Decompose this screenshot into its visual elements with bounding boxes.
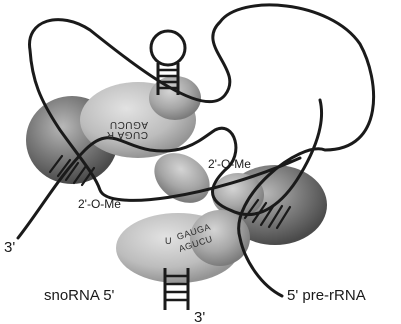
top-loop <box>151 31 185 65</box>
upper-box-marker: R <box>106 129 114 140</box>
three-prime-left-label: 3' <box>4 239 15 256</box>
two-o-me-left-label: 2'-O-Me <box>78 197 121 211</box>
two-o-me-right-label: 2'-O-Me <box>208 157 251 171</box>
upper-box-sequences: AGUCU CUGA R <box>106 119 148 140</box>
lower-box-marker: U <box>165 236 172 246</box>
pre-rrna-5prime-label: 5' pre-rRNA <box>287 287 366 304</box>
snorna-5prime-label: snoRNA 5' <box>44 287 115 304</box>
upper-box-top-seq: AGUCU <box>109 119 148 130</box>
upper-box-bottom-seq: CUGA <box>117 129 148 140</box>
three-prime-bottom-label: 3' <box>194 309 205 324</box>
protein-blobs <box>26 76 327 283</box>
